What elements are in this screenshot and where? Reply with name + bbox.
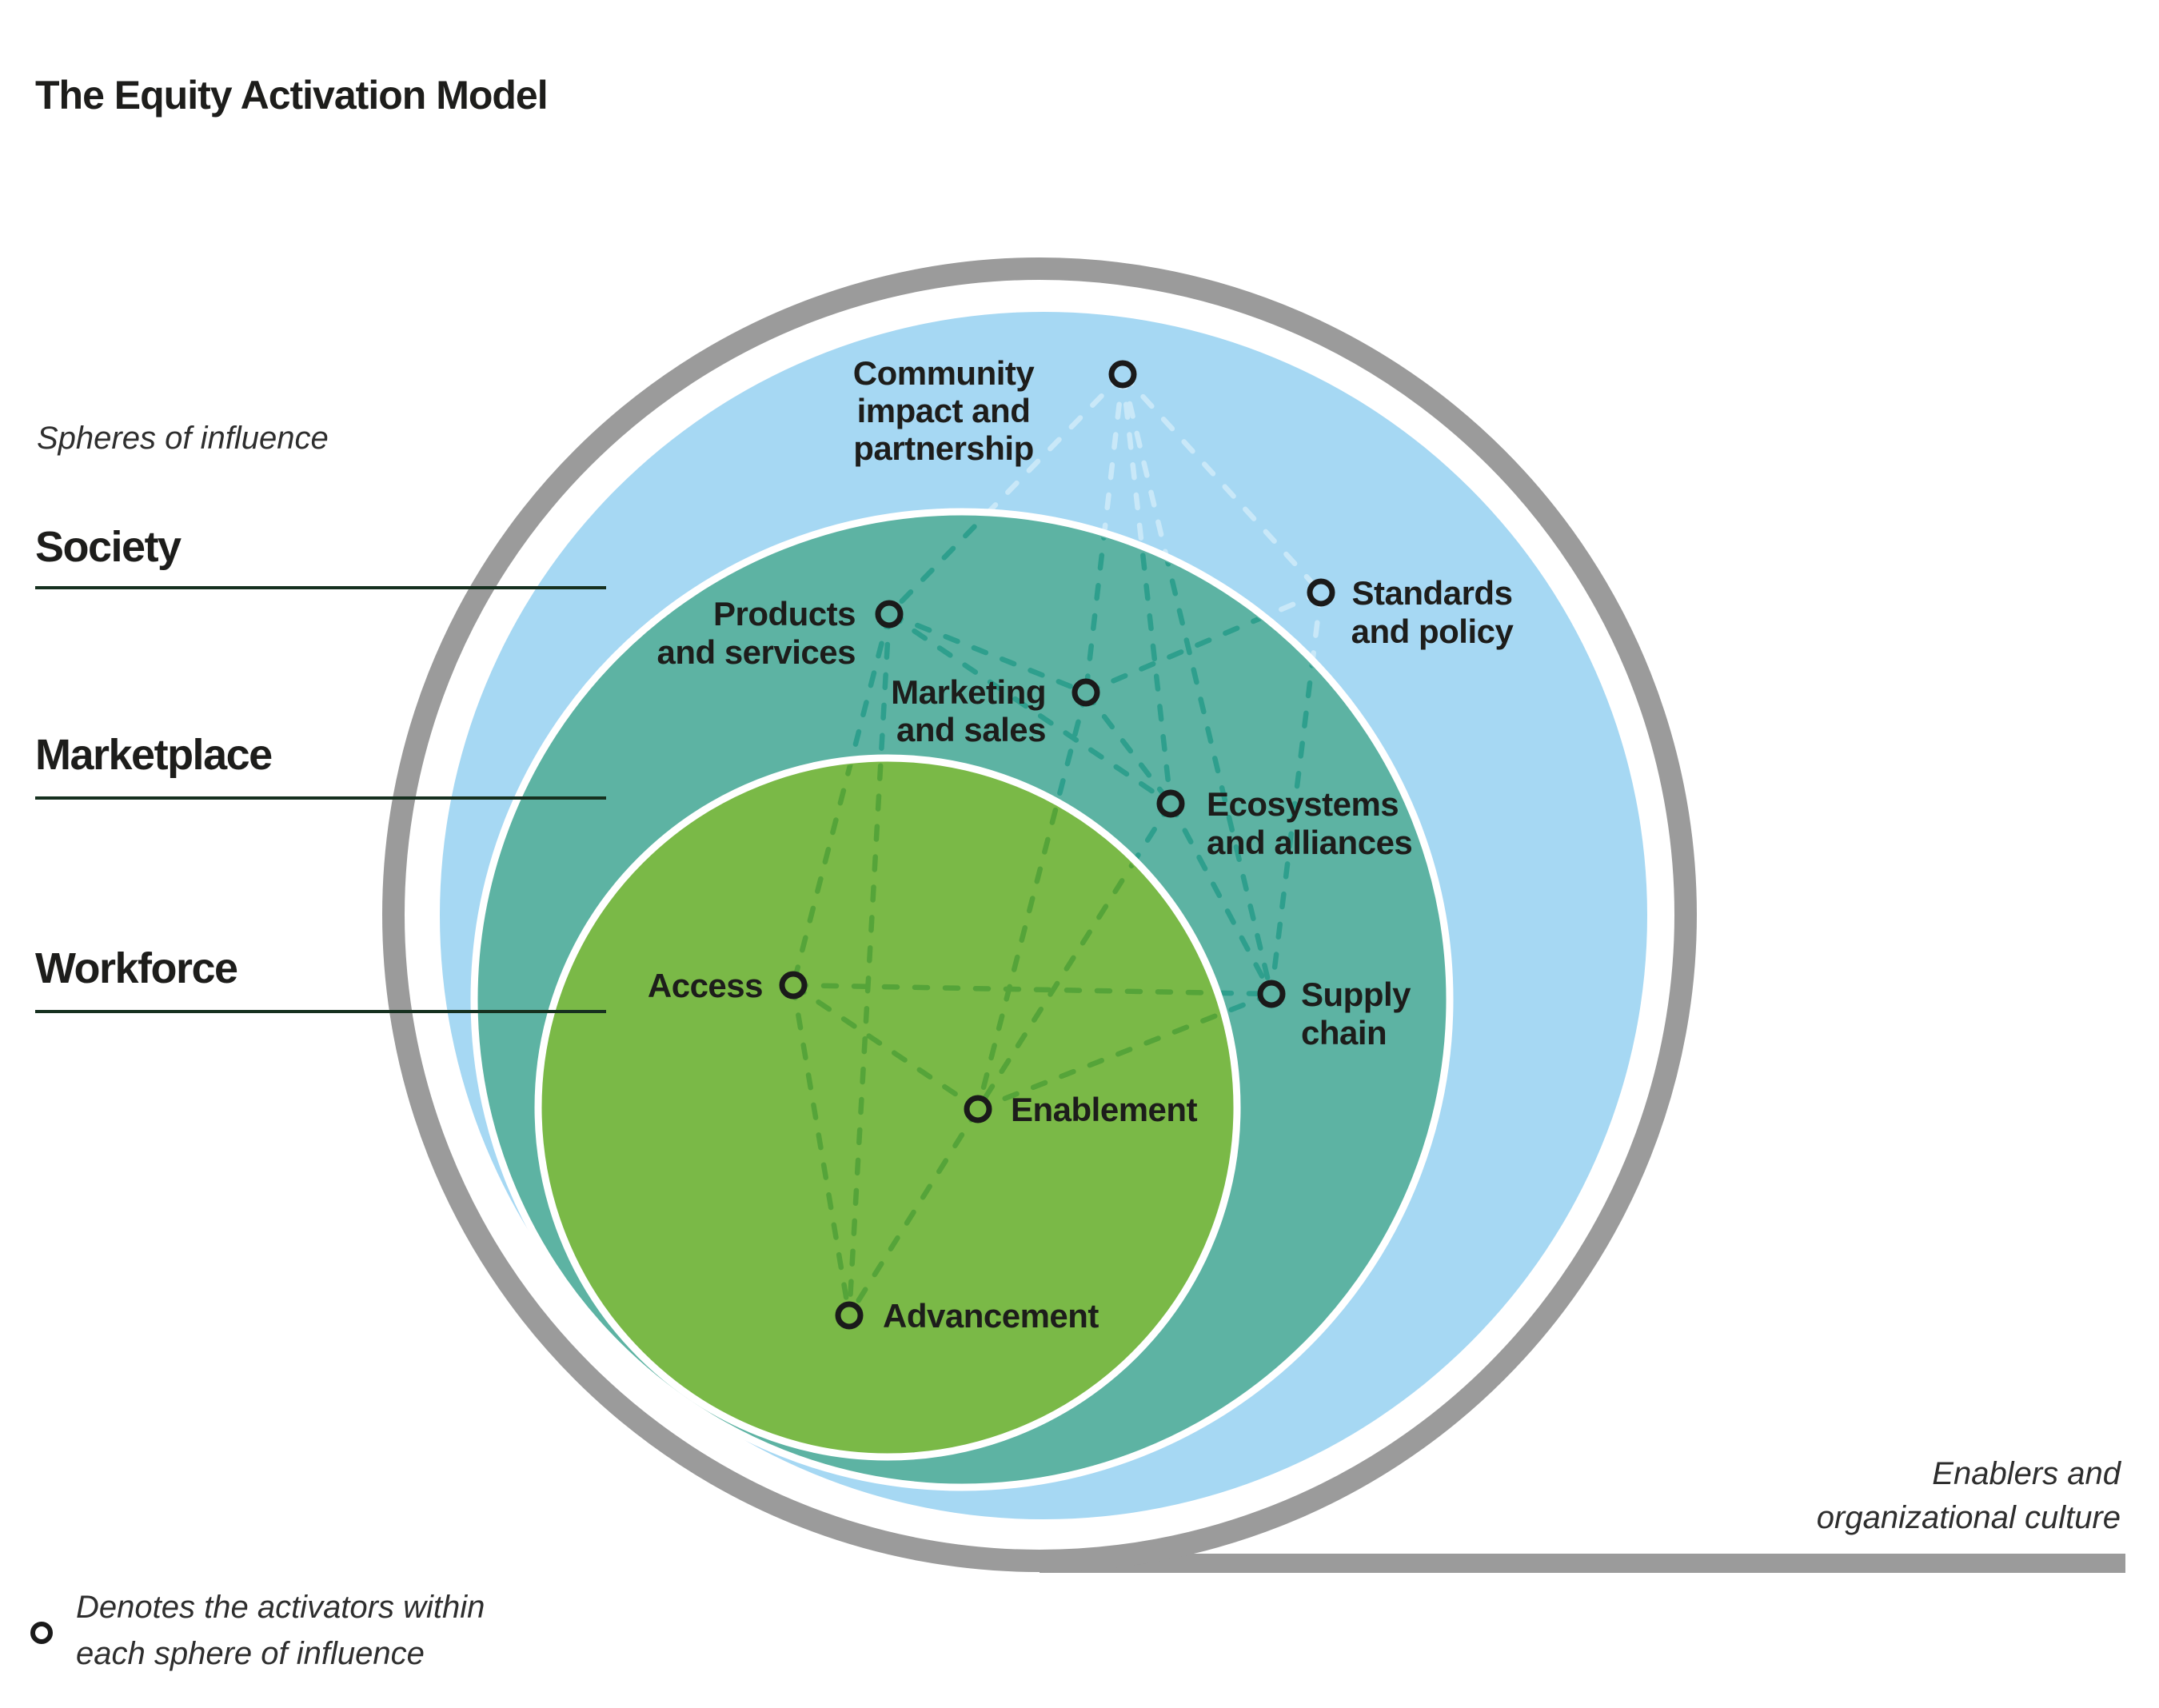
activator-label-marketing-and-sales: Marketing and sales xyxy=(891,673,1046,748)
activator-label-line: Ecosystems xyxy=(1207,785,1399,823)
enablers-bar xyxy=(1040,1554,2125,1573)
activator-label-line: chain xyxy=(1301,1014,1387,1052)
activator-label-line: Standards xyxy=(1352,574,1513,612)
sphere-label-society: Society xyxy=(35,523,182,571)
legend: Denotes the activators within each spher… xyxy=(30,1590,485,1671)
activator-label-standards-and-policy: Standards and policy xyxy=(1351,574,1514,650)
activator-label-line: Community xyxy=(853,354,1036,392)
activator-label-line: Products xyxy=(713,595,856,633)
spheres-of-influence-caption: Spheres of influence xyxy=(37,421,329,456)
activator-label-line: partnership xyxy=(853,429,1034,467)
activator-marker-access xyxy=(779,971,808,1000)
activator-marker-products-and-services xyxy=(875,600,904,629)
activator-label-access: Access xyxy=(648,967,763,1004)
workforce-sphere-circle xyxy=(534,754,1241,1461)
activator-label-line: and alliances xyxy=(1207,824,1412,861)
enablers-caption: Enablers and organizational culture xyxy=(1817,1456,2122,1535)
activator-marker-marketing-and-sales xyxy=(1072,678,1100,707)
sphere-label-workforce: Workforce xyxy=(35,944,237,992)
legend-activator-icon xyxy=(30,1622,53,1644)
enablers-ring xyxy=(382,257,1697,1572)
activator-label-advancement: Advancement xyxy=(883,1297,1099,1335)
activator-label-line: and services xyxy=(656,633,856,671)
activator-marker-standards-and-policy xyxy=(1307,578,1335,607)
page-title: The Equity Activation Model xyxy=(35,73,548,118)
activator-label-line: impact and xyxy=(857,392,1031,429)
legend-text-line: each sphere of influence xyxy=(76,1636,425,1671)
activator-marker-enablement xyxy=(964,1095,992,1123)
activator-label-community-impact-and-partnership: Community impact and partnership xyxy=(853,354,1036,467)
legend-text-line: Denotes the activators within xyxy=(76,1590,485,1625)
activator-label-line: and policy xyxy=(1351,613,1514,650)
activator-marker-community-impact-and-partnership xyxy=(1108,360,1137,389)
activator-label-line: and sales xyxy=(896,711,1046,748)
sphere-label-marketplace: Marketplace xyxy=(35,731,272,779)
activator-label-line: Marketing xyxy=(891,673,1046,711)
activator-marker-supply-chain xyxy=(1257,980,1286,1008)
activator-marker-ecosystems-and-alliances xyxy=(1156,789,1185,818)
activator-label-products-and-services: Products and services xyxy=(656,595,856,671)
activator-label-line: Supply xyxy=(1301,976,1411,1013)
activator-label-supply-chain: Supply chain xyxy=(1301,976,1412,1052)
activator-label-ecosystems-and-alliances: Ecosystems and alliances xyxy=(1207,785,1413,861)
activator-label-enablement: Enablement xyxy=(1011,1091,1198,1128)
activator-marker-advancement xyxy=(835,1301,864,1330)
enablers-caption-line: Enablers and xyxy=(1932,1456,2121,1491)
enablers-caption-line: organizational culture xyxy=(1817,1500,2121,1535)
